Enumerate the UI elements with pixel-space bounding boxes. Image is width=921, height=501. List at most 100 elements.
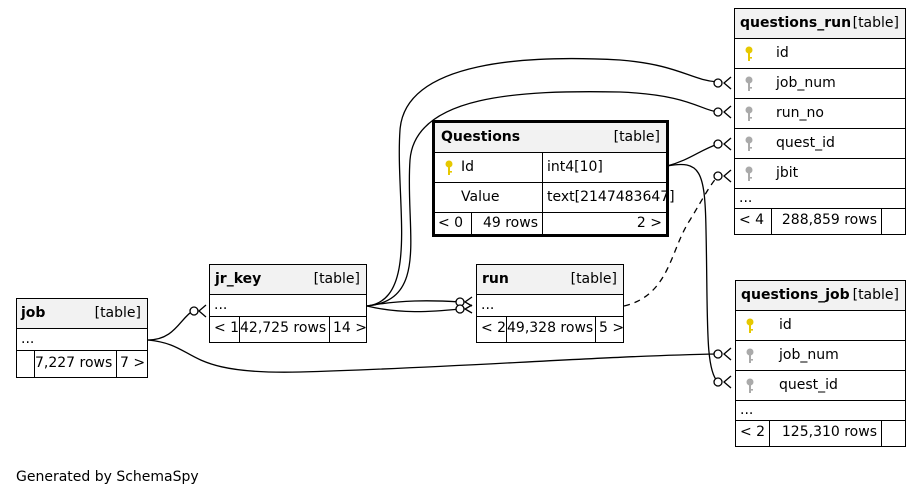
column-name: run_no: [776, 105, 824, 121]
footer-rows: 288,859 rows: [771, 209, 881, 234]
column-row: id: [736, 311, 905, 341]
crowfoot: [723, 76, 732, 90]
footer-children: 5 >: [595, 317, 624, 342]
table-footer: < 0 49 rows 2 >: [435, 213, 666, 235]
ellipsis: ...: [481, 297, 495, 313]
table-name: Questions: [441, 129, 521, 145]
primary-key-icon: [745, 46, 753, 61]
footer-rows: 42,725 rows: [239, 317, 329, 342]
footer-parents: < 1: [214, 320, 240, 336]
footer-parents: < 2: [481, 320, 507, 336]
column-row: jbit: [735, 159, 905, 189]
table-tag: [table]: [852, 15, 899, 31]
table-name: run: [482, 271, 509, 287]
column-name: Id: [461, 159, 475, 175]
ellipsis-row: ...: [736, 401, 905, 421]
table-header: questions_run [table]: [735, 9, 905, 39]
footer-rows: 125,310 rows: [769, 421, 881, 446]
footer-parents: < 4: [739, 212, 765, 228]
column-row: Id int4[10]: [435, 153, 666, 183]
column-row: job_num: [736, 341, 905, 371]
edge-jr-key-to-run-1: [366, 300, 461, 307]
column-name: quest_id: [779, 377, 838, 393]
edge-end-circle: [455, 304, 465, 314]
column-name: job_num: [776, 75, 836, 91]
ellipsis: ...: [214, 297, 228, 313]
column-type: int4[10]: [542, 153, 666, 182]
table-footer: 7,227 rows 7 >: [17, 351, 147, 377]
edge-jr-key-to-questions-run-run-no: [366, 91, 719, 307]
table-name: questions_run: [740, 15, 852, 31]
crowfoot: [463, 296, 473, 307]
column-name: id: [776, 45, 789, 61]
edge-end-circle: [713, 107, 723, 117]
edge-end-circle: [189, 306, 199, 316]
table-tag: [table]: [570, 271, 617, 287]
foreign-key-icon: [745, 166, 753, 181]
table-questions-job[interactable]: questions_job [table] id job_num quest_i…: [735, 280, 906, 447]
footer-children: 14 >: [329, 317, 367, 342]
table-header: run [table]: [477, 265, 623, 295]
footer-parents: < 2: [740, 424, 766, 440]
column-row: quest_id: [735, 129, 905, 159]
table-tag: [table]: [94, 305, 141, 321]
table-name: jr_key: [215, 271, 262, 287]
table-footer: < 2 125,310 rows: [736, 421, 905, 446]
table-header: jr_key [table]: [210, 265, 366, 295]
foreign-key-icon: [745, 76, 753, 91]
column-name: jbit: [776, 165, 799, 181]
table-name: job: [21, 305, 46, 321]
edge-end-circle: [713, 171, 723, 181]
column-name: id: [779, 317, 792, 333]
edge-end-circle: [713, 78, 723, 88]
primary-key-icon: [746, 318, 754, 333]
ellipsis: ...: [21, 331, 35, 347]
table-questions-run[interactable]: questions_run [table] id job_num run_no …: [734, 8, 906, 235]
foreign-key-icon: [745, 106, 753, 121]
edge-jr-key-to-questions-run-job-num: [366, 57, 719, 307]
crowfoot: [723, 169, 732, 183]
footer-children: 2 >: [542, 213, 666, 235]
crowfoot: [723, 105, 732, 119]
footer-children: 7 >: [116, 351, 147, 377]
edge-job-to-jr-key: [147, 309, 195, 341]
table-tag: [table]: [313, 271, 360, 287]
primary-key-icon: [445, 160, 453, 175]
ellipsis: ...: [739, 190, 753, 206]
table-questions[interactable]: Questions [table] Id int4[10] Value text…: [432, 120, 675, 237]
column-name: quest_id: [776, 135, 835, 151]
crowfoot: [723, 375, 732, 389]
table-footer: < 4 288,859 rows: [735, 209, 905, 234]
table-footer: < 1 42,725 rows 14 >: [210, 317, 367, 342]
edge-end-circle: [713, 139, 723, 149]
table-tag: [table]: [852, 287, 899, 303]
column-row: job_num: [735, 69, 905, 99]
edge-end-circle: [713, 377, 723, 387]
footer-children: [881, 209, 905, 234]
ellipsis-row: ...: [210, 295, 366, 317]
ellipsis: ...: [740, 402, 754, 418]
foreign-key-icon: [746, 348, 754, 363]
table-header: job [table]: [17, 299, 147, 329]
column-row: id: [735, 39, 905, 69]
column-row: quest_id: [736, 371, 905, 401]
crowfoot: [723, 137, 732, 151]
edge-end-circle: [713, 349, 723, 359]
footer-rows: 49,328 rows: [506, 317, 595, 342]
ellipsis-row: ...: [477, 295, 623, 317]
table-run[interactable]: run [table] ... < 2 49,328 rows 5 >: [476, 264, 624, 343]
column-row: run_no: [735, 99, 905, 129]
table-name: questions_job: [741, 287, 850, 303]
foreign-key-icon: [746, 378, 754, 393]
footer-rows: 7,227 rows: [34, 351, 116, 377]
edge-questions-to-questions-run-quest-id: [666, 143, 719, 167]
footer-parents: < 0: [438, 215, 464, 231]
crowfoot: [723, 347, 732, 361]
footer-children: [881, 421, 905, 446]
table-job[interactable]: job [table] ... 7,227 rows 7 >: [16, 298, 148, 378]
foreign-key-icon: [745, 136, 753, 151]
column-name: Value: [461, 189, 500, 205]
edge-questions-to-questions-job-quest-id: [666, 163, 719, 383]
table-jr-key[interactable]: jr_key [table] ... < 1 42,725 rows 14 >: [209, 264, 367, 343]
